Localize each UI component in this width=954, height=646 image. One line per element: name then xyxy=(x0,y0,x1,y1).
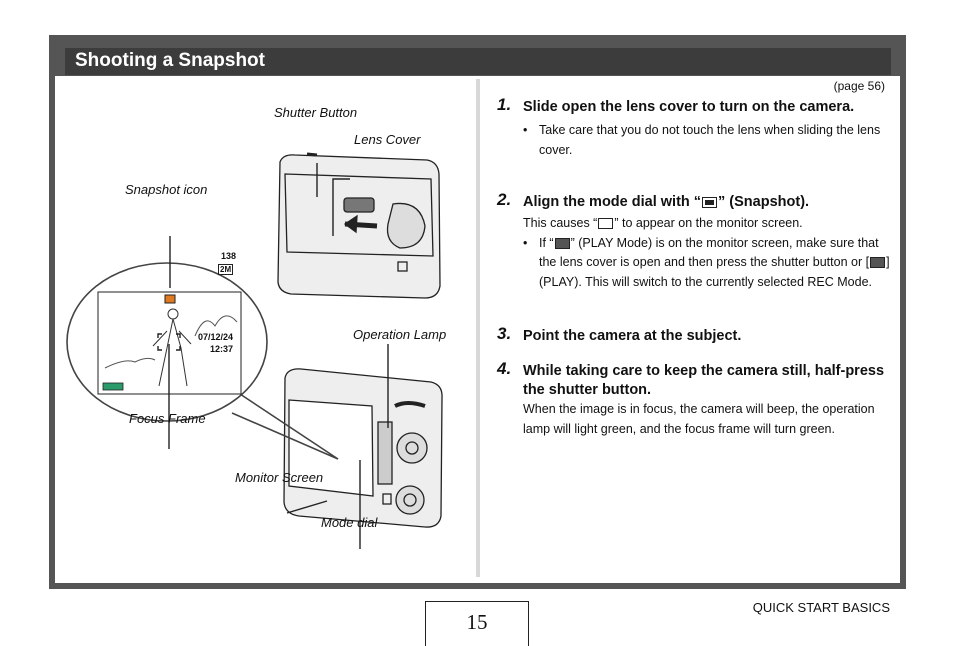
body-part: ” to appear on the monitor screen. xyxy=(614,216,803,230)
bullet-part: If “ xyxy=(539,235,554,250)
bullet-part: ” (PLAY Mode) is on the monitor screen, … xyxy=(539,235,879,270)
page-reference: (page 56) xyxy=(833,79,885,93)
step-2: 2. Align the mode dial with “ ” (Snapshot… xyxy=(497,190,893,293)
body-part: This causes “ xyxy=(523,216,598,230)
step-body: This causes “ ” to appear on the monitor … xyxy=(523,214,893,234)
label-operation-lamp: Operation Lamp xyxy=(353,327,447,342)
column-divider xyxy=(476,79,480,577)
step-number: 1. xyxy=(497,95,512,114)
instructions: (page 56) 1. Slide open the lens cover t… xyxy=(497,76,893,583)
step-number: 2. xyxy=(497,190,512,209)
page-title: Shooting a Snapshot xyxy=(75,50,265,71)
screen-time: 12:37 xyxy=(210,344,234,354)
snapshot-mode-icon xyxy=(702,197,718,208)
step-bullet: If “” (PLAY Mode) is on the monitor scre… xyxy=(523,234,893,293)
step-1: 1. Slide open the lens cover to turn on … xyxy=(497,95,893,160)
camera-drawing xyxy=(66,152,443,549)
step-bullet: Take care that you do not touch the lens… xyxy=(523,121,893,160)
label-monitor-screen: Monitor Screen xyxy=(235,470,324,485)
step-3: 3. Point the camera at the subject. xyxy=(497,324,893,346)
step-4: 4. While taking care to keep the camera … xyxy=(497,359,893,439)
screen-date: 07/12/24 xyxy=(198,332,234,342)
bullet-part: ] (PLAY). This will switch to the curren… xyxy=(539,255,890,289)
play-button-icon xyxy=(870,257,886,268)
section-name: QUICK START BASICS xyxy=(752,600,890,615)
page-number: 15 xyxy=(425,601,529,646)
label-focus-frame: Focus Frame xyxy=(129,411,206,426)
heading-part: ” (Snapshot). xyxy=(718,194,810,210)
label-lens-cover: Lens Cover xyxy=(354,132,421,147)
step-heading: While taking care to keep the camera sti… xyxy=(523,363,885,398)
play-mode-icon xyxy=(554,237,570,249)
step-number: 4. xyxy=(497,359,512,378)
step-heading: Slide open the lens cover to turn on the… xyxy=(523,99,855,115)
snapshot-icon xyxy=(598,218,614,229)
heading-part: Align the mode dial with “ xyxy=(523,194,702,210)
label-snapshot-icon: Snapshot icon xyxy=(125,182,208,197)
step-body: When the image is in focus, the camera w… xyxy=(523,402,875,436)
page-frame: Shooting a Snapshot xyxy=(49,35,906,589)
title-bar: Shooting a Snapshot xyxy=(65,48,891,75)
screen-shots-remaining: 138 xyxy=(221,251,237,261)
screen-image-size: 2M xyxy=(218,264,234,275)
step-number: 3. xyxy=(497,324,512,343)
label-shutter-button: Shutter Button xyxy=(274,105,358,120)
content-panel: Shutter Button Lens Cover Snapshot icon … xyxy=(55,76,900,583)
step-heading: Point the camera at the subject. xyxy=(523,328,742,344)
label-mode-dial: Mode dial xyxy=(321,515,378,530)
step-heading: Align the mode dial with “ ” (Snapshot). xyxy=(523,193,893,212)
camera-illustration: Shutter Button Lens Cover Snapshot icon … xyxy=(55,76,475,583)
